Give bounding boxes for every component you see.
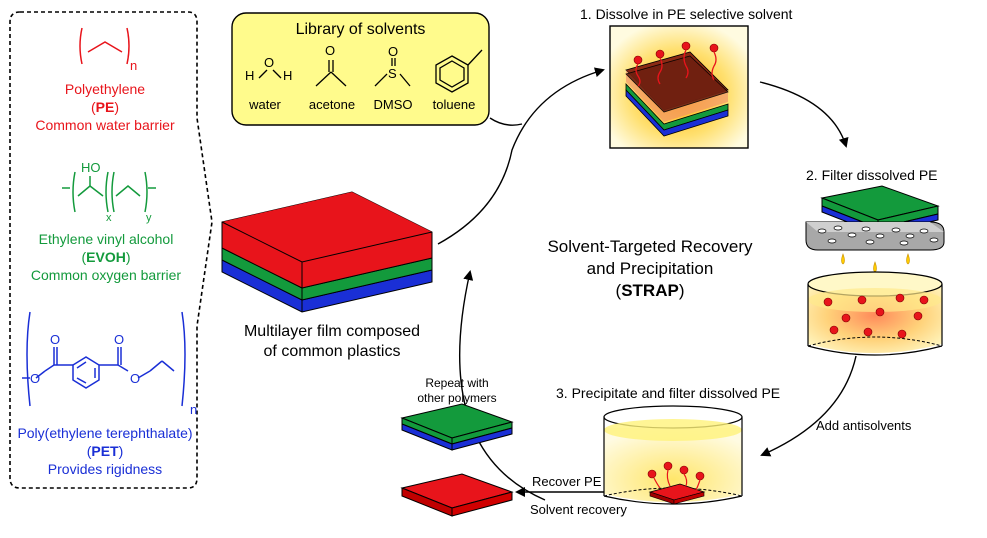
pe-structure (79, 27, 130, 65)
water-h-left: H (245, 68, 255, 83)
beaker-precipitate (603, 405, 743, 505)
multilayer-caption-2: of common plastics (263, 343, 401, 360)
beaker-filtrate (807, 271, 943, 356)
pet-subscript: n (190, 402, 198, 417)
pe-name: Polyethylene (64, 81, 146, 97)
remaining-film (400, 403, 514, 451)
pet-o-1: O (50, 332, 61, 347)
multilayer-caption-1: Multilayer film composed (243, 323, 421, 340)
solvent-library-box (231, 12, 490, 126)
solvent-label-water: water (249, 97, 281, 112)
step1-dissolution (609, 25, 749, 149)
water-h-right: H (283, 68, 293, 83)
strap-line-2: and Precipitation (586, 259, 714, 278)
evoh-abbr: EVOH (86, 249, 126, 265)
dmso-s: S (388, 66, 397, 81)
filter-drips (841, 253, 910, 273)
evoh-sub-y: y (146, 212, 152, 224)
pe-role: Common water barrier (35, 117, 175, 133)
solvent-recovery-label: Solvent recovery (530, 502, 627, 517)
multilayer-film (221, 191, 433, 313)
strap-abbr-line: (STRAP) (615, 281, 685, 300)
strap-line-1: Solvent-Targeted Recovery (547, 237, 753, 256)
evoh-abbr-line: (EVOH) (81, 249, 131, 265)
library-connector (489, 117, 523, 126)
dissolved-pe-dots (823, 293, 929, 339)
step-2-label: 2. Filter dissolved PE (806, 167, 938, 183)
evoh-role: Common oxygen barrier (30, 267, 182, 283)
recovered-pe-film (400, 473, 514, 517)
library-title: Library of solvents (295, 21, 426, 38)
strap-abbr: STRAP (621, 281, 679, 300)
step-3-label: 3. Precipitate and filter dissolved PE (556, 385, 781, 401)
evoh-ho: HO (81, 160, 101, 175)
pet-o-4: O (130, 371, 141, 386)
dissolving-chains (633, 41, 719, 87)
evoh-sub-x: x (106, 212, 112, 224)
evoh-structure (62, 171, 156, 213)
pet-abbr-line: (PET) (86, 443, 124, 459)
repeat-label-1: Repeat with (425, 376, 489, 390)
pet-structure (22, 311, 186, 407)
pe-abbr: PE (95, 99, 115, 115)
acetone-o: O (325, 43, 336, 58)
step2-filter (805, 185, 945, 251)
recover-pe-label: Recover PE (532, 474, 602, 489)
pe-subscript: n (130, 58, 138, 73)
water-o: O (264, 55, 275, 70)
pet-role: Provides rigidness (47, 461, 163, 477)
polymer-panel-border (9, 11, 213, 489)
solvent-structures (258, 49, 483, 93)
pet-o-3: O (30, 371, 41, 386)
pet-abbr: PET (91, 443, 119, 459)
pet-o-2: O (114, 332, 125, 347)
dmso-o: O (388, 44, 399, 59)
step-1-label: 1. Dissolve in PE selective solvent (580, 6, 793, 22)
pet-name: Poly(ethylene terephthalate) (17, 425, 193, 441)
solvent-label-dmso: DMSO (373, 97, 413, 112)
add-antisolvents-label: Add antisolvents (816, 418, 912, 433)
solvent-label-acetone: acetone (308, 97, 356, 112)
evoh-name: Ethylene vinyl alcohol (38, 231, 174, 247)
pe-abbr-line: (PE) (90, 99, 120, 115)
solvent-label-toluene: toluene (432, 97, 476, 112)
repeat-label-2: other polymers (417, 391, 497, 405)
